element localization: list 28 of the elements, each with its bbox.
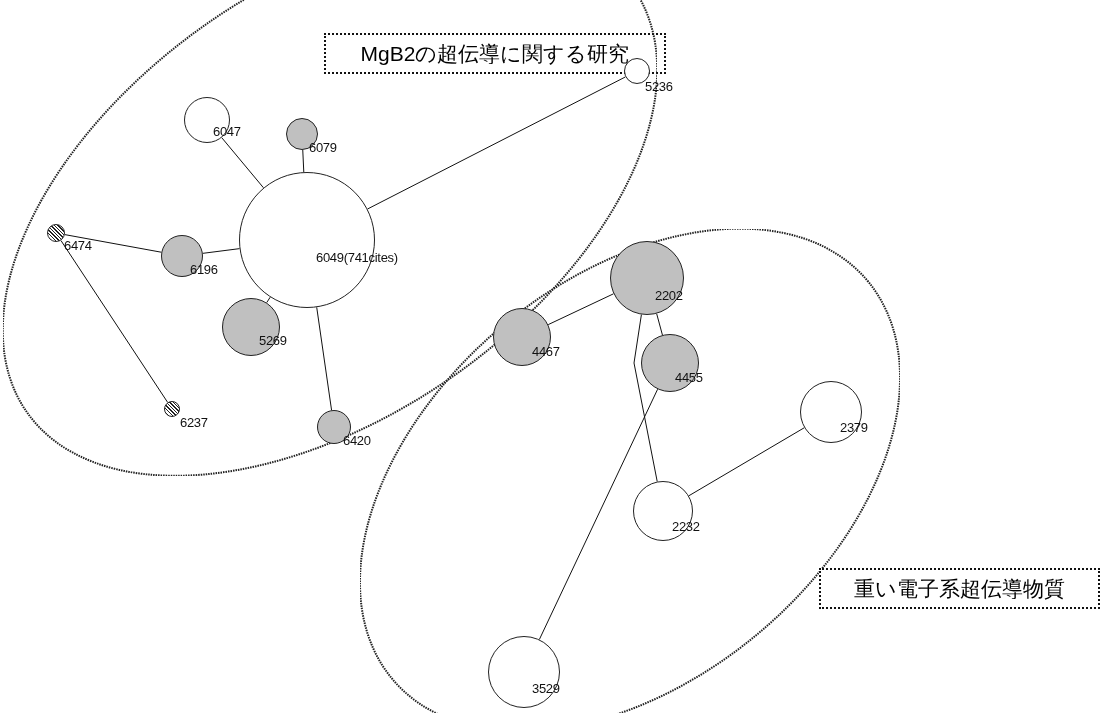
paper-id-label: 6237: [180, 416, 208, 430]
paper-id-label: 6079: [309, 141, 337, 155]
link-line: [64, 234, 162, 253]
paper-id-label: 4455: [675, 371, 703, 385]
paper-id-label: 6196: [190, 263, 218, 277]
paper-id-label: 2202: [655, 289, 683, 303]
paper-id-label: 5236: [645, 80, 673, 94]
link-line: [202, 248, 241, 254]
link-line: [656, 313, 663, 336]
link-line: [688, 427, 805, 497]
title-label: 重い電子系超伝導物質: [819, 568, 1100, 609]
link-line: [302, 149, 305, 173]
paper-id-label: 6047: [213, 125, 241, 139]
link-line: [633, 314, 658, 483]
link-line: [266, 296, 271, 304]
paper-id-label: 5269: [259, 334, 287, 348]
link-line: [60, 240, 169, 403]
paper-id-label: 2232: [672, 520, 700, 534]
link-line: [547, 293, 615, 326]
link-line: [367, 76, 626, 210]
paper-id-label: 6474: [64, 239, 92, 253]
paper-id-label: 4467: [532, 345, 560, 359]
paper-id-label: 3529: [532, 682, 560, 696]
paper-id-label: 6420: [343, 434, 371, 448]
link-line: [221, 137, 264, 189]
paper-id-label: 2379: [840, 421, 868, 435]
link-line: [538, 388, 659, 640]
link-line: [316, 306, 333, 411]
